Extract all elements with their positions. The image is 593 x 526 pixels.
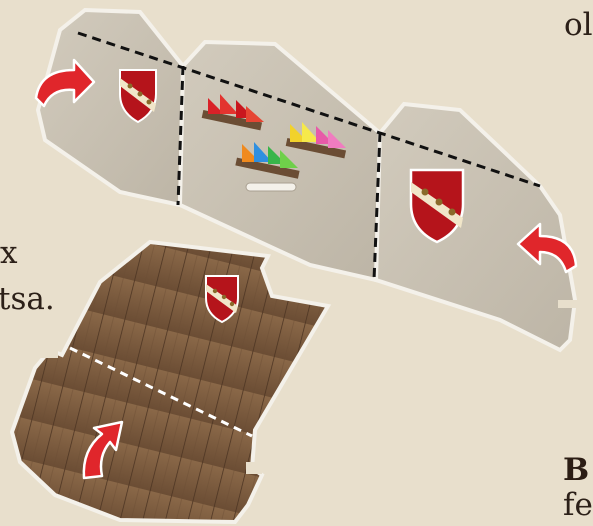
board-slot: [558, 300, 578, 308]
coat-of-arms-icon: [119, 69, 157, 124]
tray-tab: [40, 346, 58, 358]
tray-board: [9, 239, 332, 525]
text-fragment-left-lower: tsa.: [0, 281, 55, 317]
text-fragment-top-right: ol: [564, 7, 593, 43]
wooden-tray: [9, 239, 332, 525]
standing-board: [35, 7, 578, 353]
tray-tab: [246, 462, 262, 474]
text-fragment-bottom-bold: B: [563, 452, 590, 488]
coat-of-arms-icon: [409, 168, 465, 244]
fold-line-right: [372, 132, 382, 281]
text-fragment-bottom-right: fe: [563, 487, 593, 523]
fold-line-top: [77, 31, 541, 188]
text-fragment-left-upper: x: [0, 235, 18, 271]
board-handle-slot: [245, 182, 297, 192]
fold-line-left: [176, 65, 185, 206]
board-panel-left: [35, 7, 186, 208]
curved-arrow-icon: [34, 58, 96, 108]
curved-arrow-icon: [516, 222, 578, 274]
coat-of-arms-icon: [205, 275, 239, 324]
curved-arrow-icon: [82, 420, 124, 480]
tray-fold-line: [69, 346, 253, 438]
ship-tokens-icon: [201, 94, 347, 179]
